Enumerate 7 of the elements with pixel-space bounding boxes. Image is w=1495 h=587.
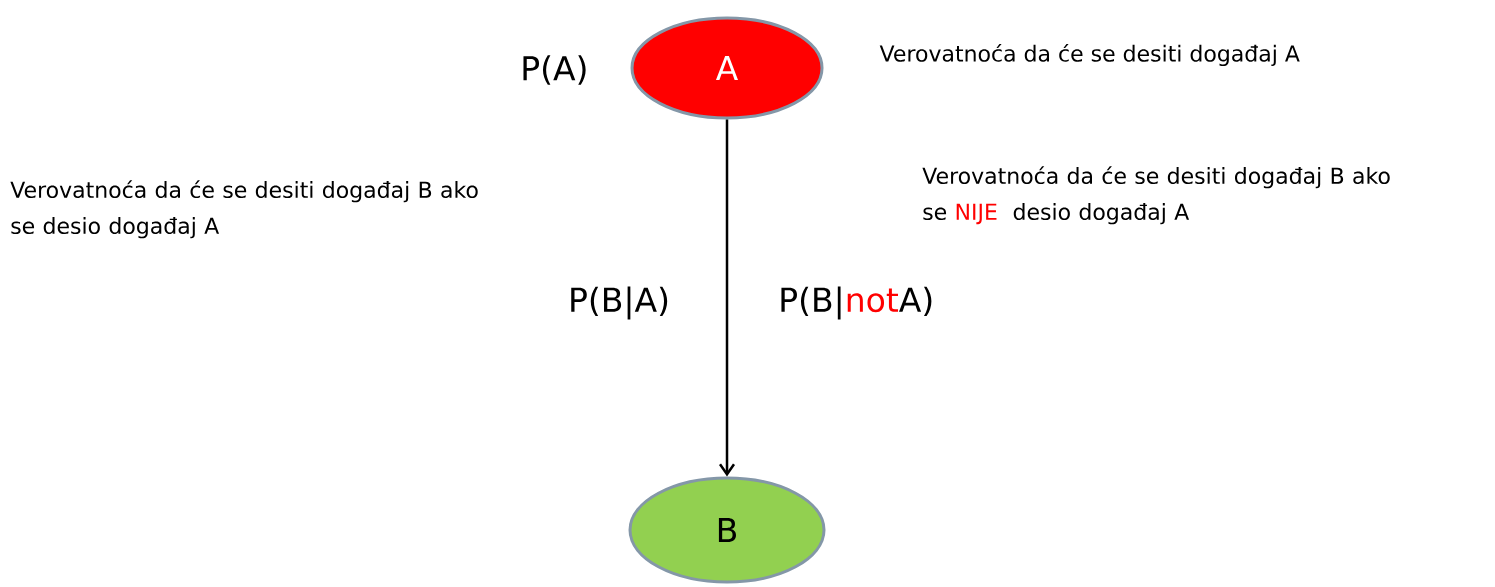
probability-label: P(B|A) — [571, 286, 668, 320]
probability-label: P(B| notA) — [781, 286, 932, 320]
probability-label: P(A) — [523, 55, 586, 85]
description-text: Verovatnoća da će se desiti događaj A — [879, 43, 1300, 67]
description-text: Verovatnoća da će se desiti događaj B ako se desio događaj A — [10, 180, 478, 239]
arrow — [719, 119, 736, 477]
description-text: Verovatnoća da će se desiti događaj B ako se NIJE desio događaj A — [922, 166, 1390, 225]
